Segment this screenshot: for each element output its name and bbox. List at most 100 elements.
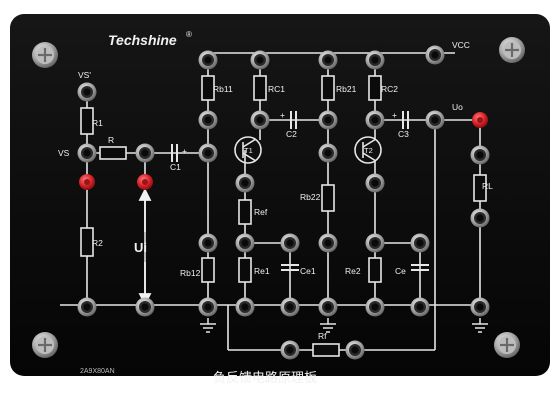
label-c2-plus: + <box>280 110 285 120</box>
brand-registered-mark: ® <box>186 30 192 39</box>
label-t1: T1 <box>244 146 253 155</box>
label-rb22: Rb22 <box>300 192 321 202</box>
jack-rf-left[interactable] <box>280 340 300 360</box>
label-rl: RL <box>482 181 493 191</box>
resistor-rb11 <box>201 75 215 101</box>
label-vcc: VCC <box>452 40 470 50</box>
label-re1: Re1 <box>254 266 270 276</box>
jack-base-t2[interactable] <box>318 143 338 163</box>
label-c3: C3 <box>398 129 409 139</box>
jack-rb22-bottom[interactable] <box>318 233 338 253</box>
jack-bottom-ui[interactable] <box>135 297 155 317</box>
jack-c3-right[interactable] <box>425 110 445 130</box>
jack-base-t1[interactable] <box>198 143 218 163</box>
jack-gnd-mid[interactable] <box>318 297 338 317</box>
ground-icon <box>200 318 216 333</box>
jack-bottom-left[interactable] <box>77 297 97 317</box>
jack-rl-bottom[interactable] <box>470 208 490 228</box>
resistor-rb21 <box>321 75 335 101</box>
jack-rb11-top[interactable] <box>198 50 218 70</box>
jack-rc1-top[interactable] <box>250 50 270 70</box>
jack-gnd-right[interactable] <box>470 297 490 317</box>
jack-vcc[interactable] <box>425 45 445 65</box>
capacitor-c2 <box>290 111 297 129</box>
ground-icon <box>320 318 336 333</box>
jack-vs-prime[interactable] <box>77 82 97 102</box>
capacitor-ce1 <box>281 264 299 271</box>
jack-ref-bottom[interactable] <box>235 233 255 253</box>
jack-ce-bottom[interactable] <box>410 297 430 317</box>
resistor-rf <box>312 343 340 357</box>
jack-rb12-bottom[interactable] <box>198 297 218 317</box>
label-r: R <box>108 135 114 145</box>
screw-bottom-left <box>30 330 60 360</box>
screw-top-right <box>497 35 527 65</box>
resistor-r2 <box>80 227 94 257</box>
ground-icon <box>472 318 488 333</box>
label-c2: C2 <box>286 129 297 139</box>
board-panel <box>10 14 550 376</box>
label-rb21: Rb21 <box>336 84 357 94</box>
label-uo: Uo <box>452 102 463 112</box>
resistors <box>80 75 487 357</box>
jack-rb12-top[interactable] <box>198 233 218 253</box>
board-title: 负反馈电路原理板 <box>213 370 317 385</box>
jack-rb11-bottom[interactable] <box>198 110 218 130</box>
label-ce1: Ce1 <box>300 266 316 276</box>
capacitor-c3 <box>402 111 409 129</box>
jack-ce1-bottom[interactable] <box>280 297 300 317</box>
label-vs-prime: VS' <box>78 70 91 80</box>
jack-emitter-t1[interactable] <box>235 173 255 193</box>
jack-emitter-t2[interactable] <box>365 173 385 193</box>
jack-rc2-top[interactable] <box>365 50 385 70</box>
brand-logo: Techshine <box>108 32 177 48</box>
resistor-ref <box>238 199 252 225</box>
resistor-rc2 <box>368 75 382 101</box>
screw-bottom-right <box>492 330 522 360</box>
jack-rb21-bottom[interactable] <box>318 110 338 130</box>
transistor-t2 <box>354 136 382 164</box>
label-re2: Re2 <box>345 266 361 276</box>
label-c1: C1 <box>170 162 181 172</box>
resistor-rc1 <box>253 75 267 101</box>
jack-c1-left[interactable] <box>135 143 155 163</box>
label-ce: Ce <box>395 266 406 276</box>
jack-rf-right[interactable] <box>345 340 365 360</box>
jack-rc1-bottom[interactable] <box>250 110 270 130</box>
label-r2: R2 <box>92 238 103 248</box>
transistor-t1 <box>234 136 262 164</box>
label-rc1: RC1 <box>268 84 285 94</box>
label-c3-plus: + <box>392 110 397 120</box>
red-jack-ui[interactable] <box>137 174 153 190</box>
red-jack-vs[interactable] <box>79 174 95 190</box>
resistor-rl <box>473 174 487 202</box>
label-t2: T2 <box>364 146 373 155</box>
capacitors <box>171 111 429 271</box>
capacitor-ce <box>411 264 429 271</box>
jack-rl-top[interactable] <box>470 145 490 165</box>
label-rf: Rf <box>318 331 327 341</box>
jack-re2-top[interactable] <box>365 233 385 253</box>
resistor-re1 <box>238 257 252 283</box>
resistor-r <box>99 146 127 160</box>
jack-ce1-top[interactable] <box>280 233 300 253</box>
jack-ce-top[interactable] <box>410 233 430 253</box>
label-ref: Ref <box>254 207 268 217</box>
resistor-rb22 <box>321 184 335 212</box>
jack-rc2-bottom[interactable] <box>365 110 385 130</box>
jack-rb21-top[interactable] <box>318 50 338 70</box>
label-ui: Ui <box>134 240 147 255</box>
label-vs: VS <box>58 148 70 158</box>
resistor-rb12 <box>201 257 215 283</box>
model-code: 2A9X80AN <box>80 368 115 375</box>
label-rc2: RC2 <box>381 84 398 94</box>
jack-re1-bottom[interactable] <box>235 297 255 317</box>
label-rb12: Rb12 <box>180 268 201 278</box>
label-c1-plus: + <box>182 146 187 156</box>
label-r1: R1 <box>92 118 103 128</box>
jack-vs[interactable] <box>77 143 97 163</box>
red-jack-uo[interactable] <box>472 112 488 128</box>
capacitor-c1 <box>171 144 178 162</box>
jack-re2-bottom[interactable] <box>365 297 385 317</box>
